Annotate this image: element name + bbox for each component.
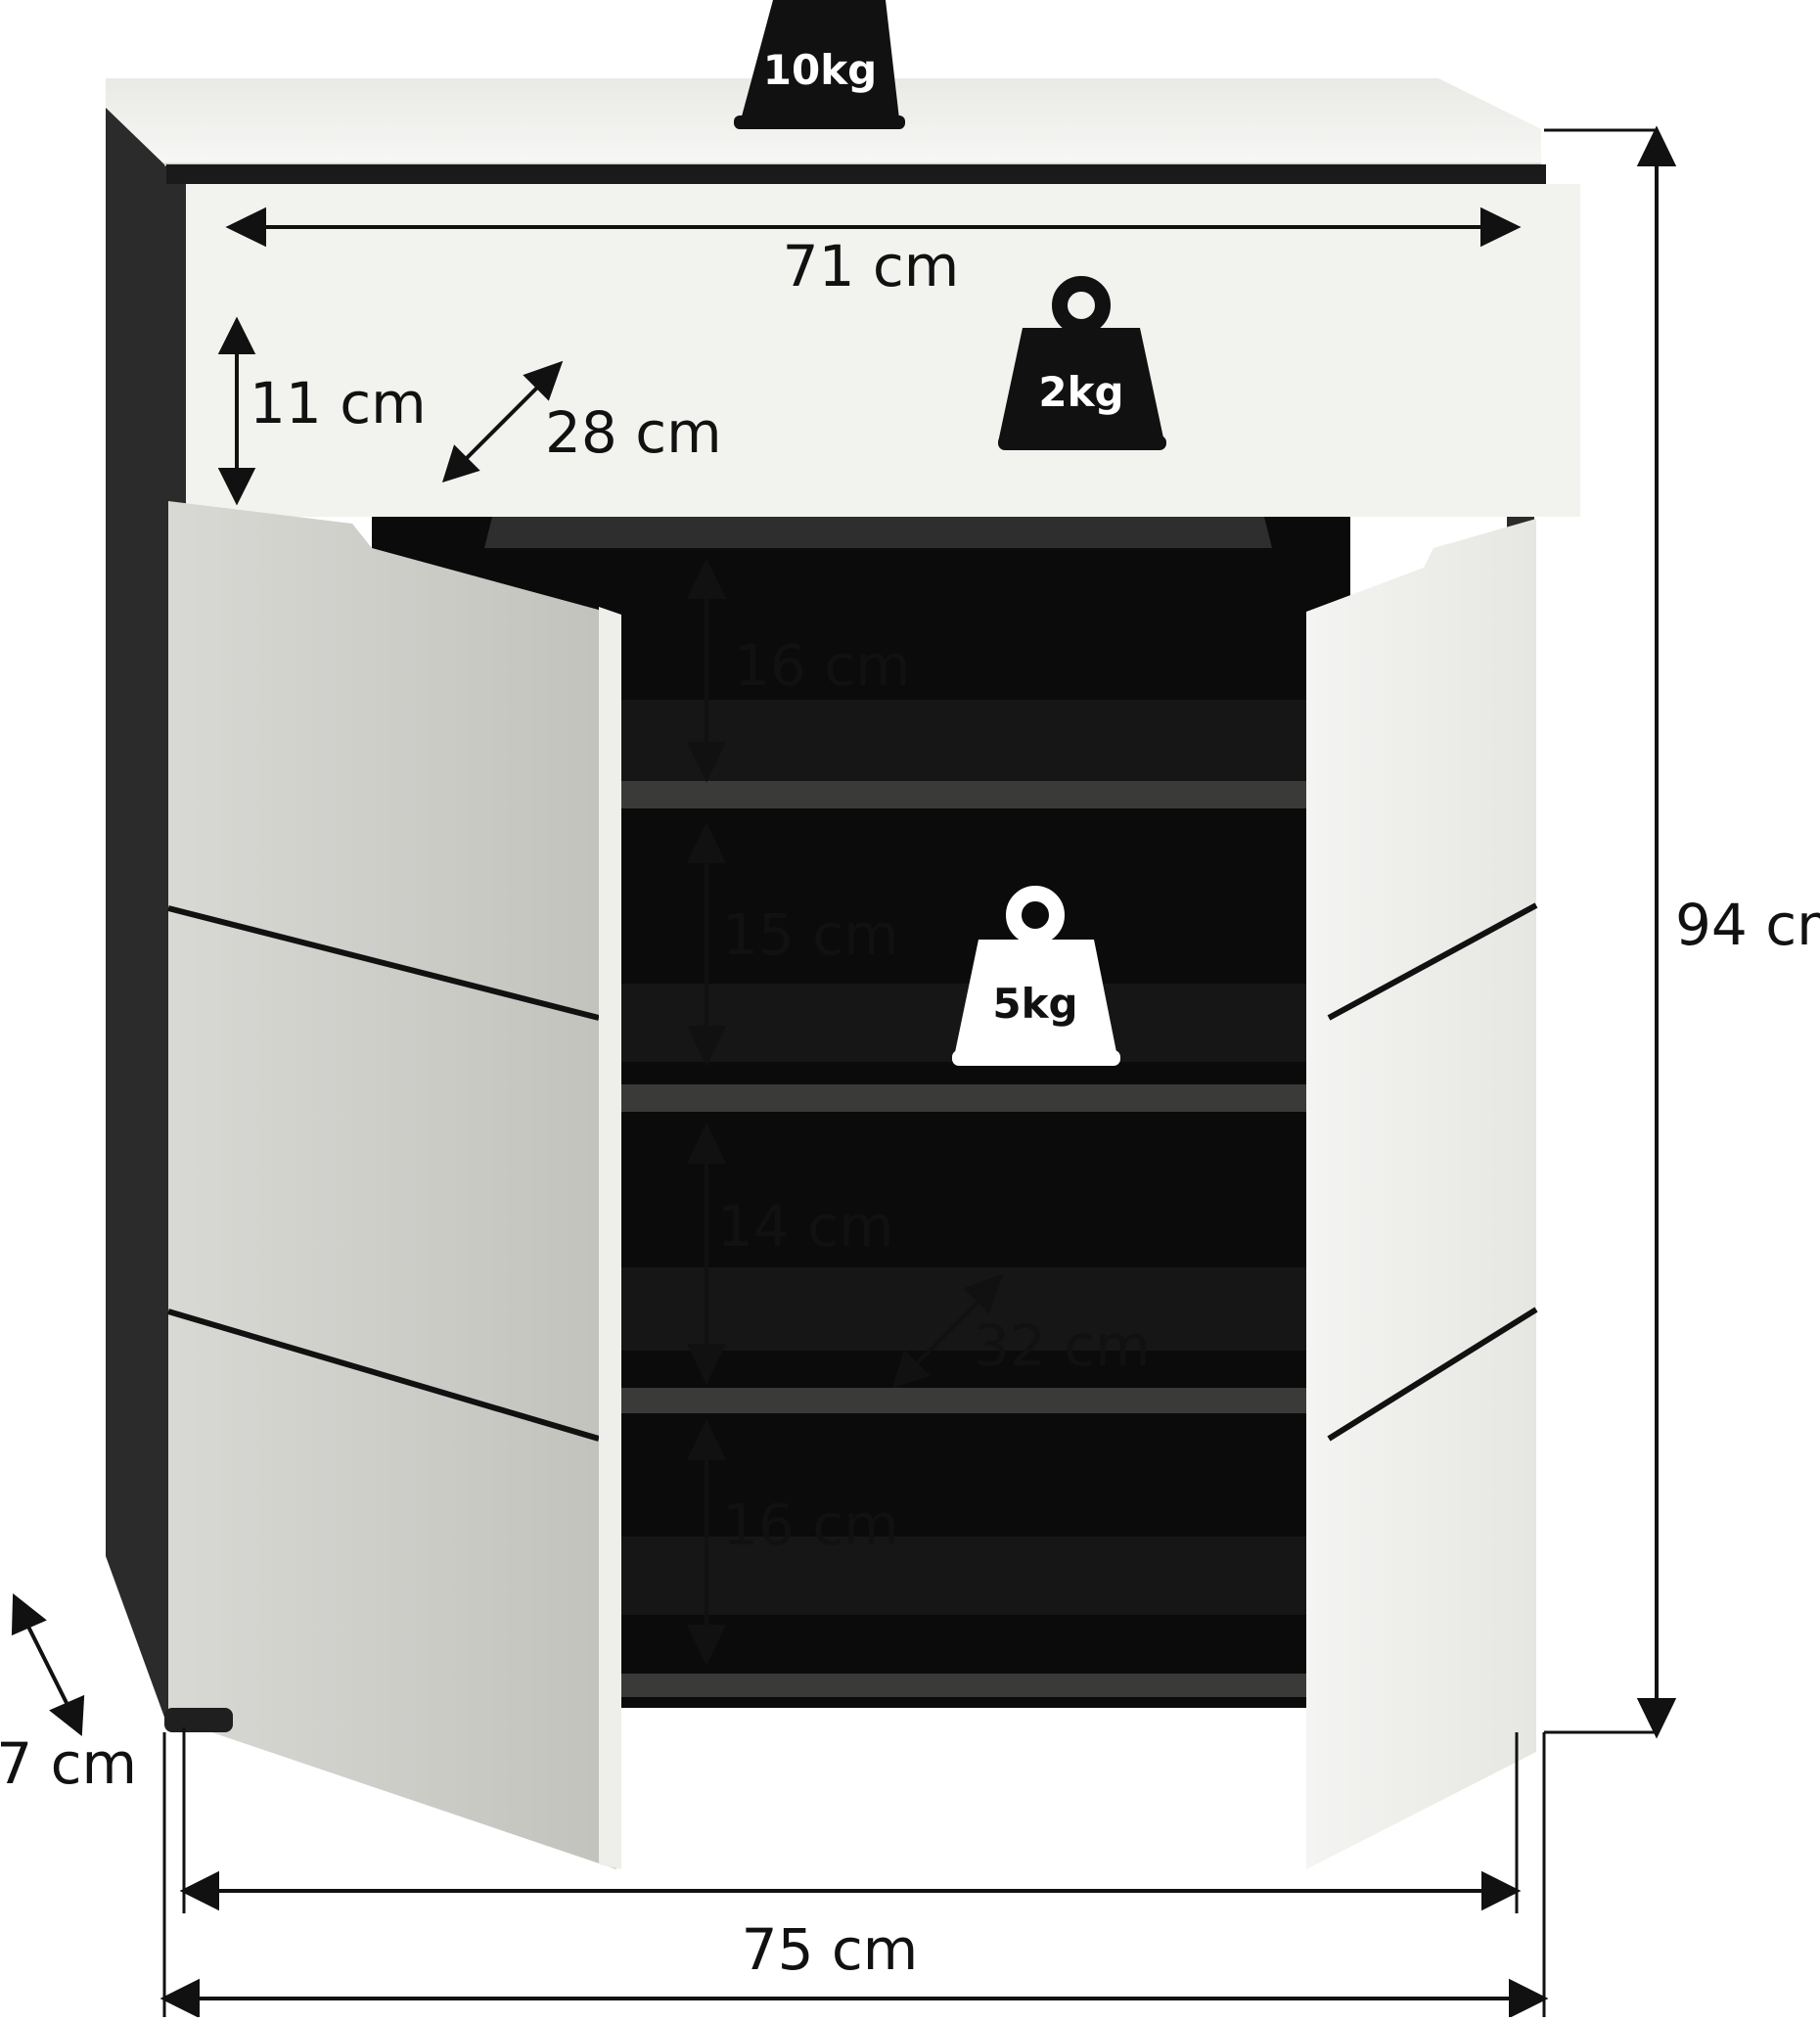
label-drawer-height: 11 cm: [250, 370, 427, 437]
left-door-groove: [167, 1309, 600, 1442]
arrow-head: [159, 1978, 200, 2019]
arrow-head: [1636, 1698, 1677, 1739]
arrow-head: [179, 1870, 219, 1911]
arrow-head: [1509, 1978, 1549, 2019]
label-shelf-depth: 32 cm: [974, 1312, 1151, 1379]
dim-line-shelf-depth: [913, 1295, 985, 1367]
shelf-load-label: 5kg: [992, 980, 1077, 1028]
cabinet-foot: [164, 1708, 233, 1732]
label-shelf-4-height: 16 cm: [722, 1492, 899, 1558]
arrow-head: [686, 1419, 727, 1460]
label-inner-width: 75 cm: [742, 1916, 919, 1983]
dim-line-drawer-depth: [458, 380, 545, 467]
shelf: [621, 1388, 1306, 1413]
right-door-groove: [1327, 902, 1538, 1021]
shelf: [621, 1084, 1306, 1112]
weight-icon: [952, 886, 1120, 1066]
arrow-head: [217, 316, 256, 354]
arrow-head: [686, 1625, 727, 1666]
right-door: [1306, 519, 1536, 1869]
weight-icon: [734, 0, 905, 129]
arrow-head: [686, 1026, 727, 1067]
arrow-head: [686, 742, 727, 783]
interior-back-band: [621, 1267, 1306, 1351]
arrow-head: [217, 468, 256, 506]
arrow-head: [686, 822, 727, 863]
interior-back-band: [621, 700, 1306, 783]
arrow-head: [49, 1694, 85, 1736]
label-drawer-width: 71 cm: [783, 233, 960, 299]
label-total-height: 94 cm: [1675, 892, 1820, 958]
shelf: [621, 781, 1306, 808]
label-shelf-1-height: 16 cm: [734, 632, 911, 699]
interior-back-band: [621, 1537, 1306, 1615]
dimension-lines: [11, 125, 1677, 2019]
arrow-head: [523, 360, 564, 401]
left-door-groove: [167, 905, 600, 1021]
arrow-head: [963, 1273, 1004, 1314]
arrow-head: [891, 1350, 931, 1389]
drawer-front: [186, 184, 1580, 517]
arrow-head: [1481, 1870, 1522, 1911]
dim-line-cabinet-depth: [25, 1624, 68, 1704]
label-cabinet-depth: 37 cm: [0, 1730, 137, 1797]
shelf: [621, 1674, 1306, 1697]
arrow-head: [686, 1123, 727, 1164]
right-door-groove: [1327, 1307, 1538, 1442]
arrow-head: [1636, 125, 1677, 166]
left-door-edge: [599, 607, 621, 1869]
drawer-front-shadow: [166, 164, 1546, 184]
arrow-head: [1480, 207, 1522, 248]
arrow-head: [11, 1592, 47, 1636]
weight-icon: [998, 276, 1166, 450]
top-load-label: 10kg: [763, 46, 877, 94]
arrow-head: [686, 1344, 727, 1385]
drawer-load-label: 2kg: [1038, 368, 1123, 416]
arrow-head: [686, 558, 727, 599]
left-door: [168, 501, 616, 1869]
label-shelf-2-height: 15 cm: [722, 901, 899, 968]
arrow-head: [225, 207, 266, 248]
label-shelf-3-height: 14 cm: [717, 1193, 894, 1260]
carcass-side-panel: [106, 108, 186, 1723]
arrow-head: [441, 444, 480, 483]
label-drawer-depth: 28 cm: [545, 399, 722, 466]
